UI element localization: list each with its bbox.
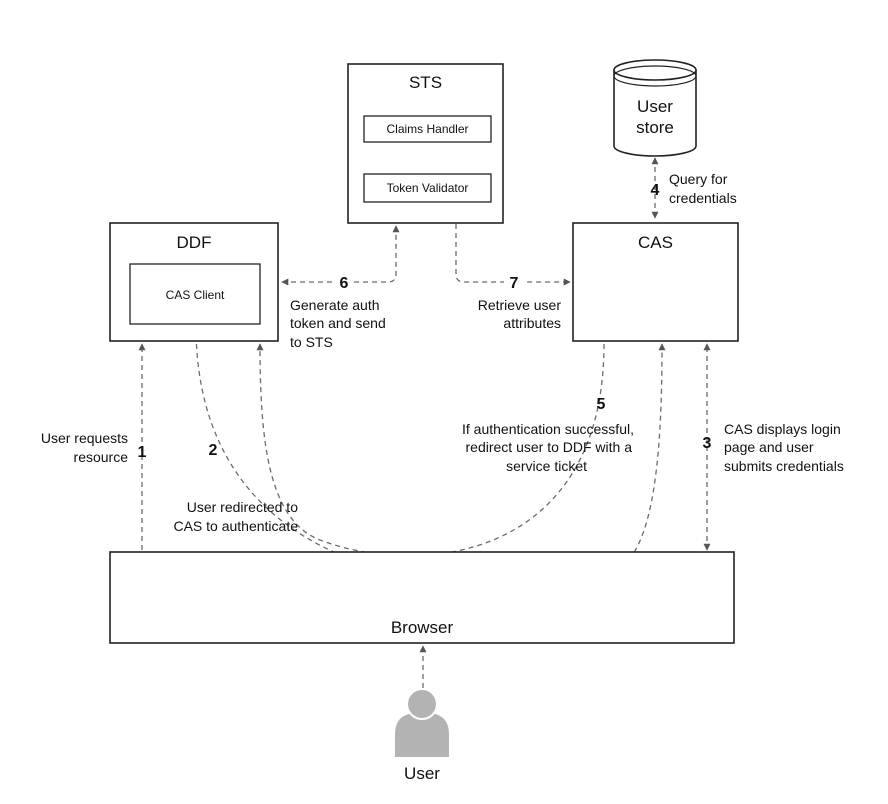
step-6-desc-line-2: token and send: [290, 315, 386, 331]
step-2-number: 2: [209, 442, 218, 459]
step-3-desc-line-1: CAS displays login: [724, 421, 841, 437]
step-3-desc-line-3: submits credentials: [724, 458, 844, 474]
step-1-number: 1: [138, 444, 147, 461]
flow-2-redirect-to-cas: [195, 325, 666, 584]
step-5-desc-line-1: If authentication successful,: [462, 421, 634, 437]
step-5-label: 5 If authentication successful, redirect…: [462, 396, 634, 474]
cas-node: CAS: [572, 222, 739, 342]
step-1-desc-line-2: resource: [74, 449, 129, 465]
cas-box: [572, 222, 739, 342]
claims-handler-box: [363, 115, 492, 143]
step-3-number: 3: [703, 435, 712, 452]
step-5-desc-line-2: redirect user to DDF with a: [466, 439, 633, 455]
step-1-desc-line-1: User requests: [41, 430, 128, 446]
step-7-label: 7 Retrieve user attributes: [478, 271, 562, 331]
person-icon: [395, 688, 449, 757]
user-store-node: User store: [613, 59, 697, 157]
step-6-label: 6 Generate auth token and send to STS: [290, 271, 386, 350]
browser-node: Browser: [109, 551, 735, 644]
claims-handler-label: Claims Handler: [386, 122, 468, 136]
flow-7-sts-cas-link: [452, 205, 571, 286]
step-6-desc-line-3: to STS: [290, 334, 333, 350]
step-2-label: 2 User redirected to CAS to authenticate: [173, 442, 298, 534]
flow-6-ddf-sts-link: [281, 225, 400, 286]
cas-client-box: [129, 263, 261, 325]
step-4-desc-line-1: Query for: [669, 171, 728, 187]
user-store-label-line-1: User: [637, 97, 673, 116]
step-6-number: 6: [340, 275, 349, 292]
browser-title: Browser: [391, 618, 454, 637]
step-1-label: 1 User requests resource: [41, 430, 147, 465]
step-4-desc-line-2: credentials: [669, 190, 737, 206]
step-4-label: 4 Query for credentials: [651, 171, 737, 206]
step-2-desc-line-2: CAS to authenticate: [173, 518, 298, 534]
user-store-cylinder-body: [613, 70, 697, 157]
step-5-number: 5: [597, 396, 606, 413]
step-3-label: 3 CAS displays login page and user submi…: [703, 421, 844, 474]
sts-title: STS: [409, 73, 442, 92]
step-2-desc-line-1: User redirected to: [187, 499, 298, 515]
user-store-label-line-2: store: [636, 118, 674, 137]
step-6-desc-line-1: Generate auth: [290, 297, 380, 313]
cas-title: CAS: [638, 233, 673, 252]
user-node: User: [395, 688, 449, 783]
step-7-number: 7: [510, 275, 519, 292]
user-store-cylinder-top: [613, 59, 697, 81]
step-3-desc-line-2: page and user: [724, 439, 814, 455]
user-title: User: [404, 764, 440, 783]
flow-5-redirect-to-ddf: [256, 343, 605, 557]
token-validator-box: [363, 173, 492, 203]
user-store-cylinder-rim: [613, 65, 697, 87]
ddf-node: DDF CAS Client: [109, 222, 279, 342]
ddf-title: DDF: [177, 233, 212, 252]
cas-client-label: CAS Client: [166, 288, 225, 302]
step-7-desc-line-2: attributes: [503, 315, 561, 331]
step-5-desc-line-3: service ticket: [506, 458, 587, 474]
token-validator-label: Token Validator: [387, 181, 469, 195]
sts-node: STS Claims Handler Token Validator: [347, 63, 504, 224]
step-4-number: 4: [651, 182, 660, 199]
browser-box: [109, 551, 735, 644]
step-7-desc-line-1: Retrieve user: [478, 297, 562, 313]
